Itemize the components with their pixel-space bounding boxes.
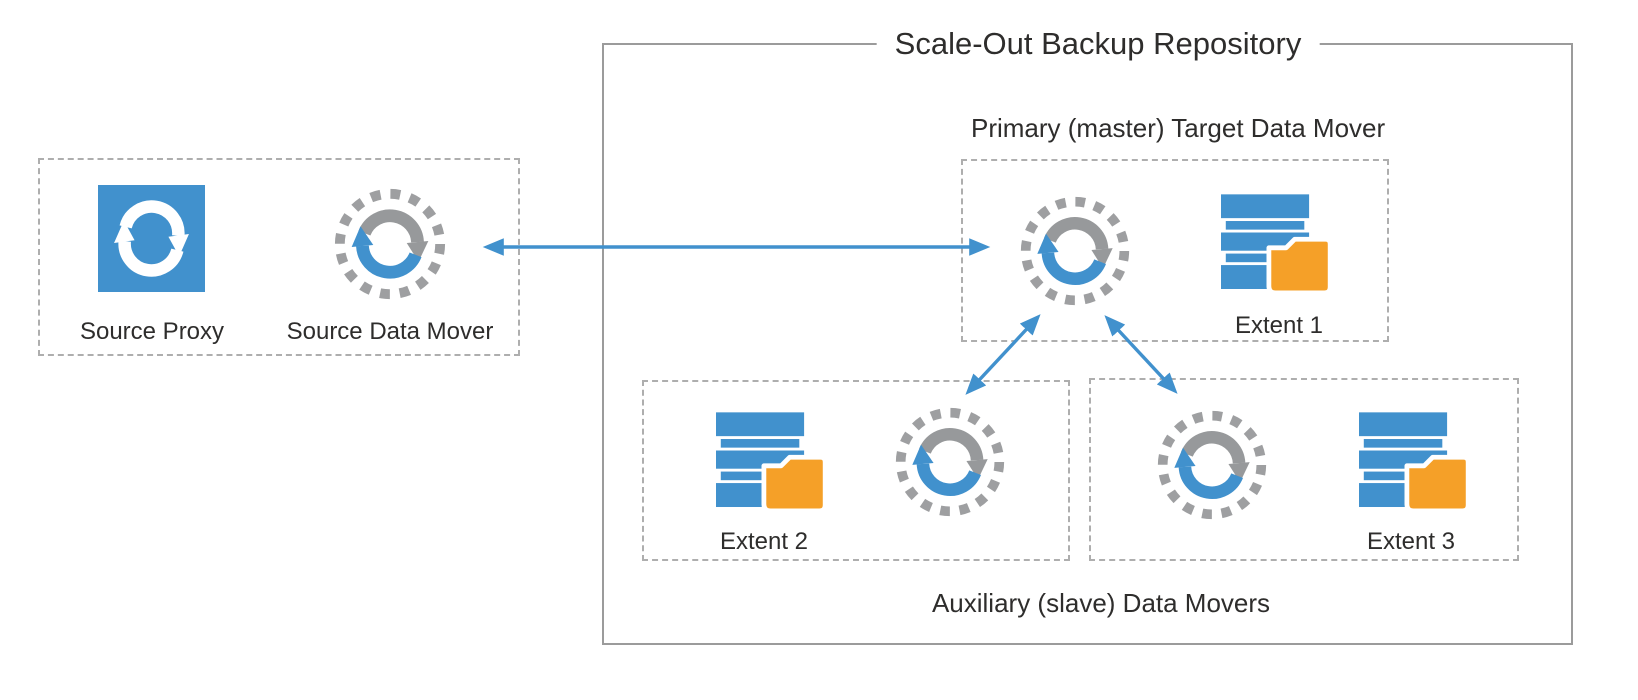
source-proxy-icon	[98, 185, 205, 292]
extent2-label: Extent 2	[719, 528, 809, 555]
primary-data-mover-label: Primary (master) Target Data Mover	[971, 113, 1386, 143]
extent-storage-icon	[1359, 412, 1472, 512]
auxiliary-data-movers-label: Auxiliary (slave) Data Movers	[931, 588, 1271, 618]
extent-storage-icon	[1221, 194, 1334, 294]
repository-title: Scale-Out Backup Repository	[876, 24, 1320, 64]
source-proxy-label: Source Proxy	[79, 318, 225, 345]
extent-storage-icon	[716, 412, 829, 512]
scale-out-backup-repository-box: Scale-Out Backup Repository Primary (mas…	[602, 24, 1573, 645]
extent3-box: Extent 3	[1089, 378, 1519, 561]
data-mover-icon	[331, 185, 449, 303]
primary-target-data-mover-box: Extent 1	[961, 159, 1389, 342]
extent2-box: Extent 2	[642, 380, 1070, 561]
data-mover-icon	[1017, 193, 1133, 309]
extent3-label: Extent 3	[1366, 528, 1456, 555]
data-mover-icon	[892, 404, 1008, 520]
data-mover-icon	[1154, 407, 1270, 523]
source-data-mover-label: Source Data Mover	[286, 318, 494, 345]
source-group-box: Source Proxy Source Data Mover	[38, 158, 520, 356]
extent1-label: Extent 1	[1234, 312, 1324, 339]
